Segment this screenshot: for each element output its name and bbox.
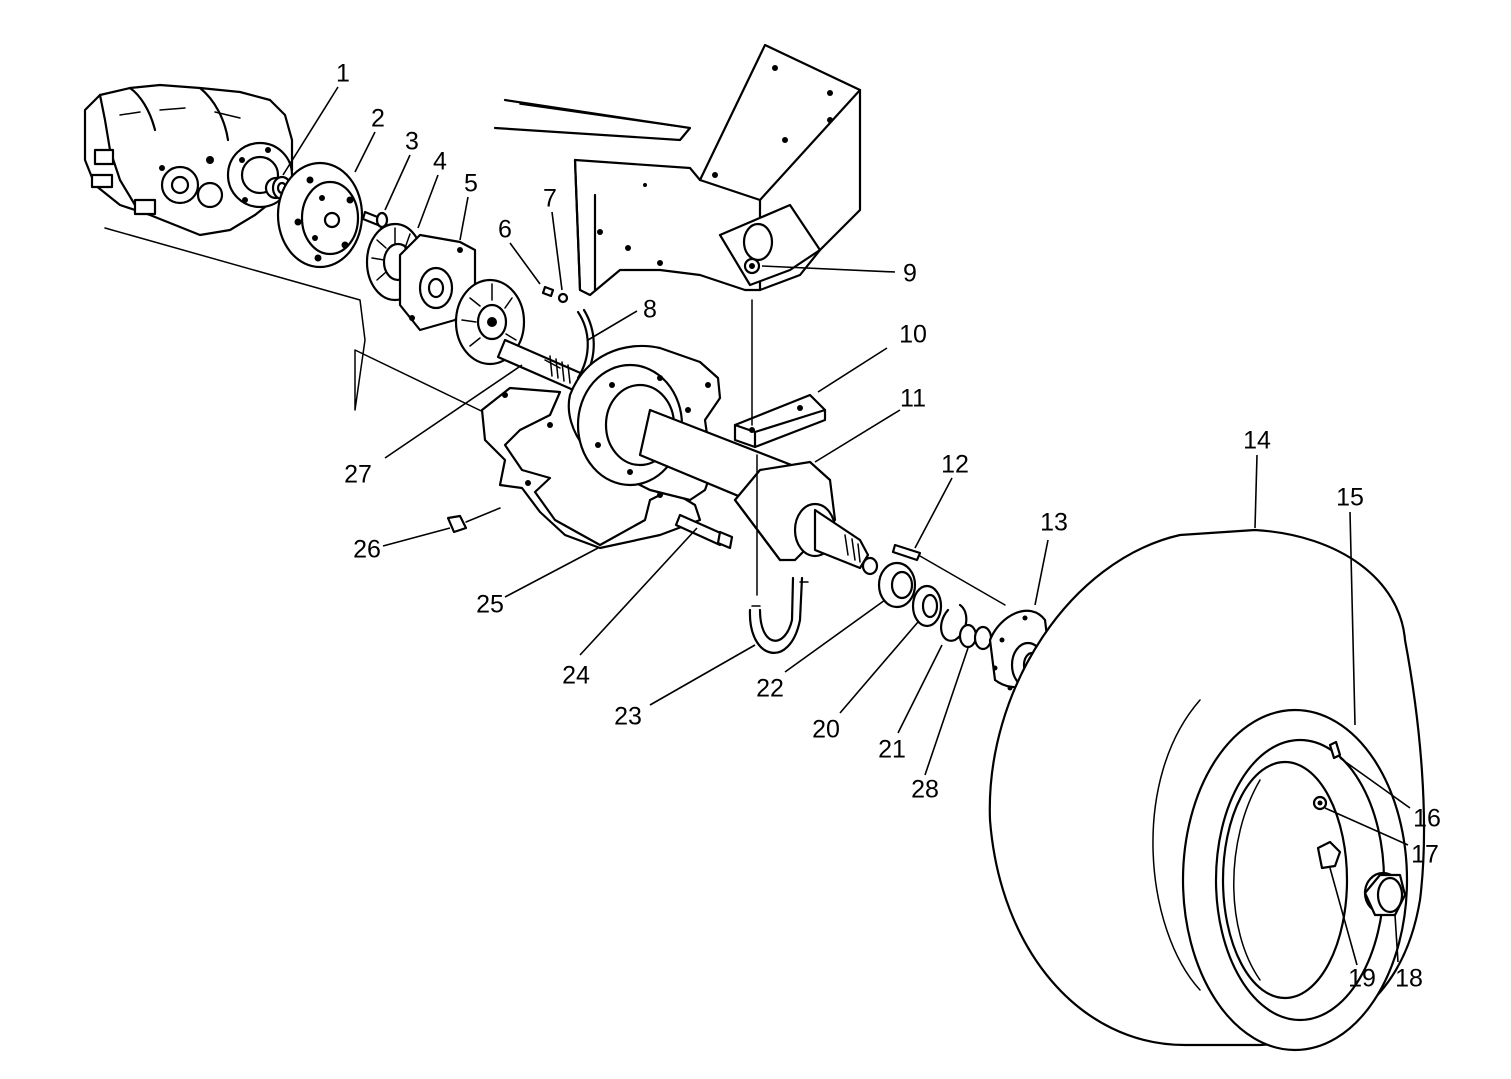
callout-19: 19 [1348,965,1376,993]
hub-cap [1363,871,1407,917]
spring-pin [541,285,555,298]
reference-outline [104,227,501,421]
callout-28: 28 [911,776,939,804]
callout-14: 14 [1243,427,1271,455]
u-bolt [748,576,809,654]
callout-12: 12 [941,451,969,479]
callout-labels: 1 2 3 4 5 6 7 8 9 10 11 12 13 14 15 16 1… [336,60,1441,993]
callout-13: 13 [1040,509,1068,537]
valve-stem [1328,740,1342,760]
callout-21: 21 [878,736,906,764]
axle-guard [480,386,702,550]
callout-10: 10 [899,321,927,349]
input-shaft [496,338,587,394]
leader-lines [282,86,1411,966]
bearing [877,561,917,609]
callout-1: 1 [336,60,350,88]
callout-24: 24 [562,662,590,690]
callout-22: 22 [756,675,784,703]
callout-5: 5 [464,170,478,198]
callout-26: 26 [353,536,381,564]
callout-2: 2 [371,105,385,133]
callout-20: 20 [812,716,840,744]
callout-9: 9 [903,260,917,288]
lug-nut [1316,840,1342,870]
callout-7: 7 [543,185,557,213]
callout-8: 8 [643,296,657,324]
callout-15: 15 [1336,484,1364,512]
frame-bracket [493,43,862,297]
callout-27: 27 [344,461,372,489]
transmission-housing [83,83,294,237]
wheel-rim [1214,738,1386,1022]
wheel-nut [1312,795,1328,811]
spacer-block [733,393,827,449]
callout-17: 17 [1411,841,1439,869]
spindle [793,502,879,576]
snap-ring [939,603,968,642]
thrust-washer [958,623,993,651]
callout-25: 25 [476,591,504,619]
callout-16: 16 [1413,805,1441,833]
housing-bolt [674,513,734,550]
mount-bolt-line [751,299,758,596]
callout-11: 11 [900,385,926,413]
callout-3: 3 [405,128,419,156]
callout-23: 23 [614,703,642,731]
callout-4: 4 [433,148,447,176]
plate-screw [361,210,389,229]
roll-pin [557,292,569,304]
woodruff-key [891,543,1006,606]
oil-seal [911,584,943,628]
adapter-plate [276,161,364,269]
coupler-hub [398,233,477,332]
callout-6: 6 [498,216,512,244]
callout-18: 18 [1395,965,1423,993]
guard-bolt [446,507,501,534]
